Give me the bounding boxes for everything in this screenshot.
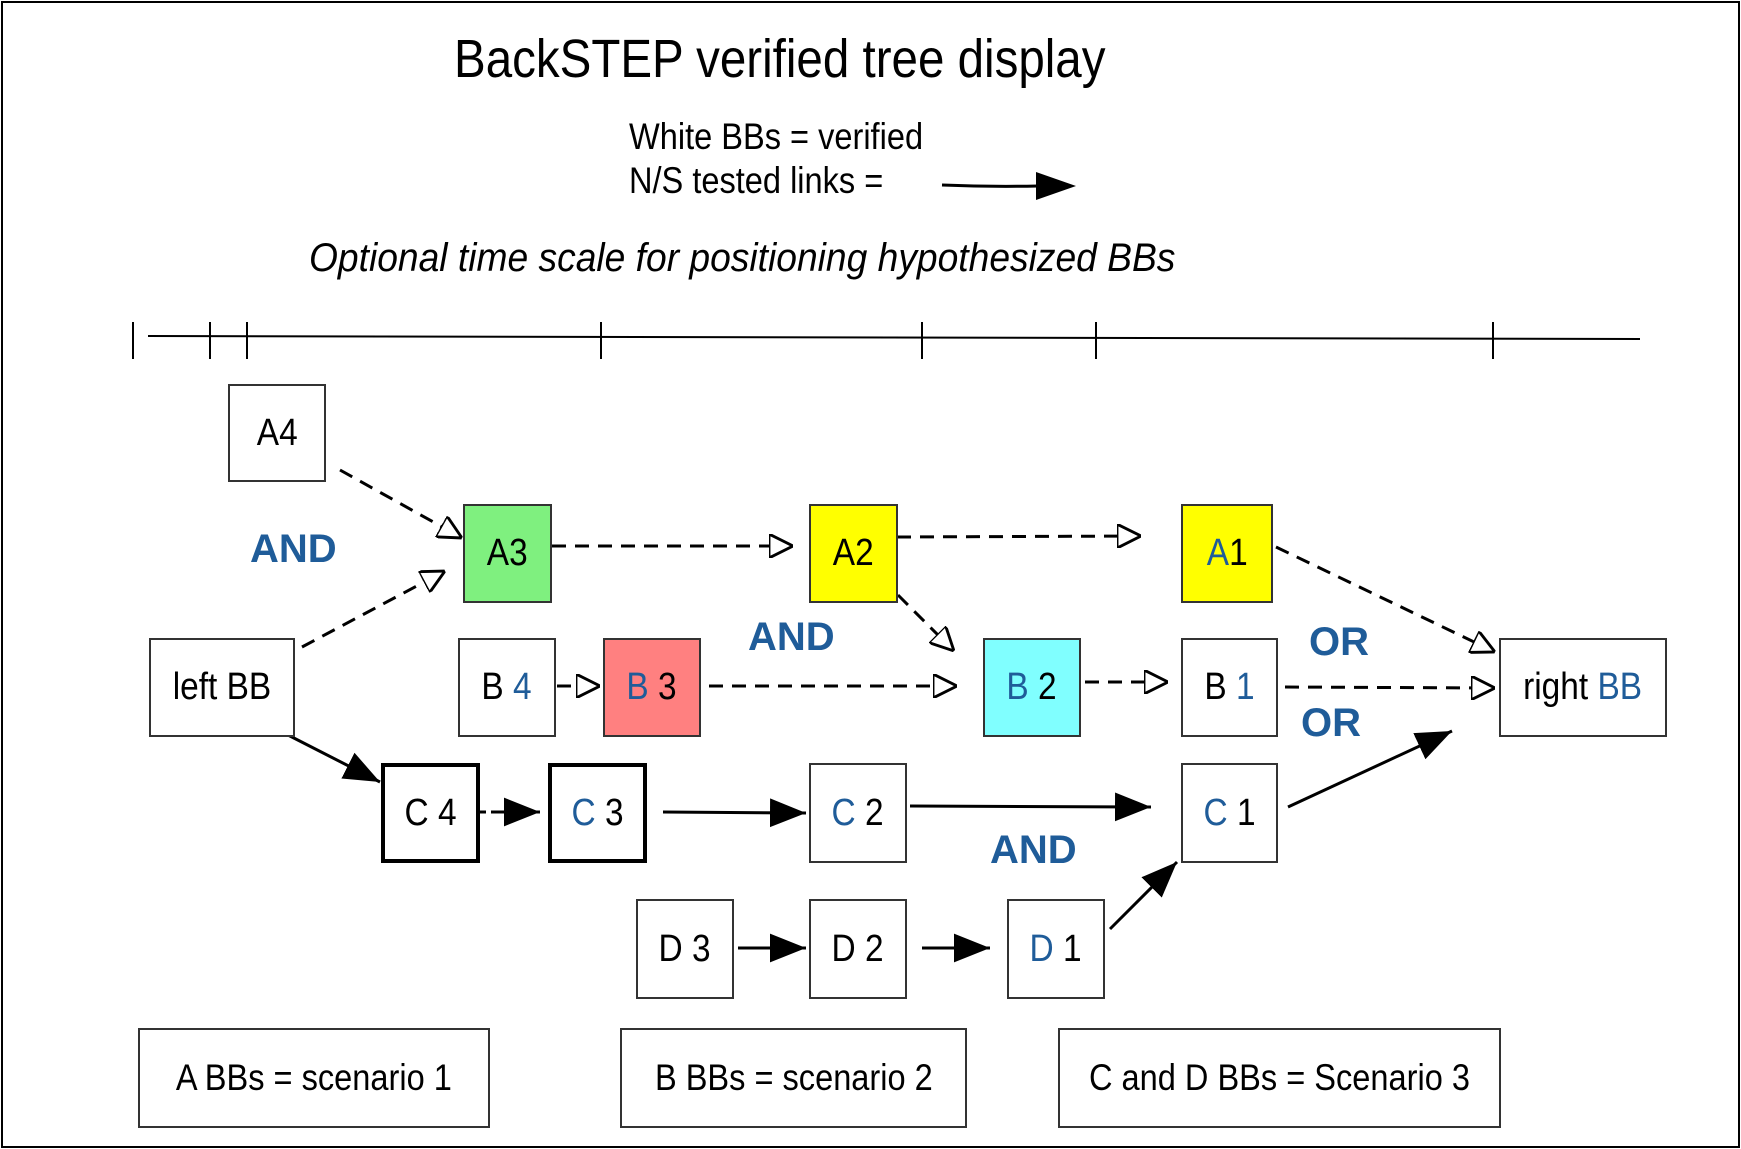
bb-left: left BB [149, 638, 295, 737]
or-label-upper: OR [1309, 620, 1369, 664]
bb-right: right BB [1499, 638, 1667, 737]
bb-c2: C 2 [809, 763, 907, 863]
legend-arrow [941, 172, 1076, 200]
bb-c3: C 3 [548, 763, 647, 863]
link-c3-c2 [662, 798, 807, 828]
bb-a1: A1 [1181, 504, 1273, 603]
diagram-title: BackSTEP verified tree display [454, 29, 1106, 89]
bb-b2: B 2 [983, 638, 1081, 737]
bb-d2: D 2 [809, 899, 907, 999]
link-b1-right [1284, 687, 1495, 688]
link-a2-a1 [896, 536, 1141, 537]
scenario-3-label: C and D BBs = Scenario 3 [1089, 1057, 1470, 1098]
bb-b1: B 1 [1181, 638, 1278, 737]
bb-b4: B 4 [458, 638, 556, 737]
scenario-1-box: A BBs = scenario 1 [138, 1028, 490, 1128]
link-a1-right [1275, 545, 1495, 652]
scenario-1-label: A BBs = scenario 1 [175, 1057, 453, 1098]
bb-c4: C 4 [381, 763, 480, 863]
legend-tested-links: N/S tested links = [629, 160, 884, 201]
scenario-2-box: B BBs = scenario 2 [620, 1028, 967, 1128]
legend-verified: White BBs = verified [629, 116, 924, 157]
link-a2-b2 [896, 593, 954, 651]
bb-d3: D 3 [636, 899, 734, 999]
bb-b3: B 3 [603, 638, 701, 737]
link-c2-c1 [909, 792, 1152, 822]
bb-d1: D 1 [1007, 899, 1105, 999]
link-left-c4 [285, 732, 381, 784]
bb-a4: A4 [228, 384, 326, 482]
bb-a2: A2 [809, 504, 898, 603]
link-d1-c1 [1108, 860, 1179, 931]
and-label-b2: AND [748, 615, 835, 659]
time-scale-axis [132, 322, 1641, 359]
link-c1-right [1287, 729, 1453, 809]
or-label-lower: OR [1301, 701, 1361, 745]
and-label-c1: AND [990, 828, 1077, 872]
link-left-a3 [301, 571, 445, 649]
scenario-2-label: B BBs = scenario 2 [654, 1057, 933, 1098]
scenario-3-box: C and D BBs = Scenario 3 [1058, 1028, 1501, 1128]
bb-a3: A3 [463, 504, 552, 603]
and-label-a3: AND [250, 527, 337, 571]
link-a4-a3 [339, 468, 462, 538]
bb-c1: C 1 [1181, 763, 1278, 863]
time-scale-caption: Optional time scale for positioning hypo… [309, 236, 1176, 280]
